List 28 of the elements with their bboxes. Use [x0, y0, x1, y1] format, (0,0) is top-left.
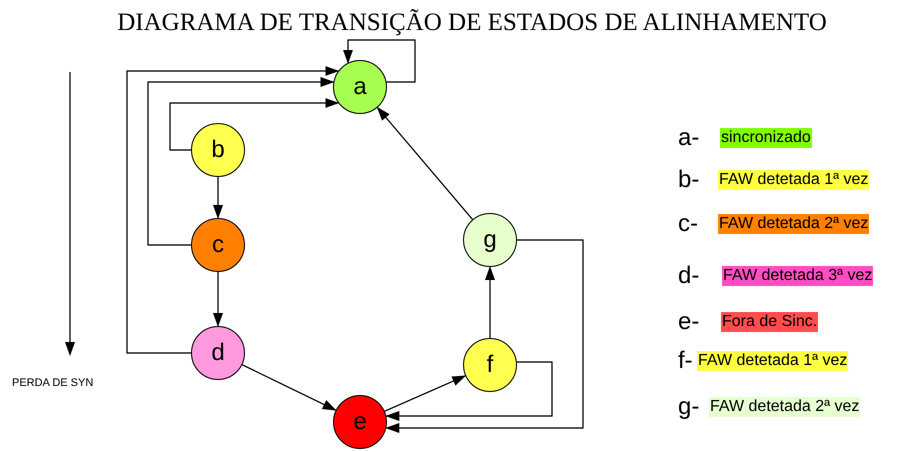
legend-entry: FAW detetada 2ª vez	[709, 397, 860, 417]
legend-entry: FAW detetada 3ª vez	[722, 266, 874, 286]
legend-key: d-	[678, 262, 700, 290]
legend-entry: FAW detetada 1ª vez	[718, 170, 870, 190]
legend-entry: FAW detetada 2ª vez	[718, 214, 870, 234]
arrow	[343, 39, 416, 83]
axis-label: PERDA DE SYN	[12, 376, 94, 391]
arrow	[485, 266, 495, 338]
legend-entry: FAW detetada 1ª vez	[697, 351, 848, 371]
legend-entry: sincronizado	[720, 128, 812, 148]
arrow	[242, 364, 337, 411]
arrow	[384, 375, 466, 412]
arrow	[385, 239, 584, 433]
arrow	[213, 272, 223, 327]
legend-key: g-	[678, 393, 700, 421]
arrow	[385, 361, 553, 421]
arrow	[169, 98, 340, 151]
legend-key: b-	[678, 166, 700, 194]
arrow	[376, 106, 473, 220]
legend-key: c-	[678, 210, 698, 238]
legend-key: a-	[678, 124, 700, 152]
arrow	[126, 66, 340, 354]
arrow	[147, 77, 334, 246]
legend-key: f-	[678, 347, 693, 375]
legend-entry: Fora de Sinc.	[721, 312, 818, 332]
arrow	[213, 177, 223, 219]
legend-key: e-	[678, 308, 700, 336]
diagram-title: DIAGRAMA DE TRANSIÇÃO DE ESTADOS DE ALINHAMENTO	[116, 8, 828, 38]
